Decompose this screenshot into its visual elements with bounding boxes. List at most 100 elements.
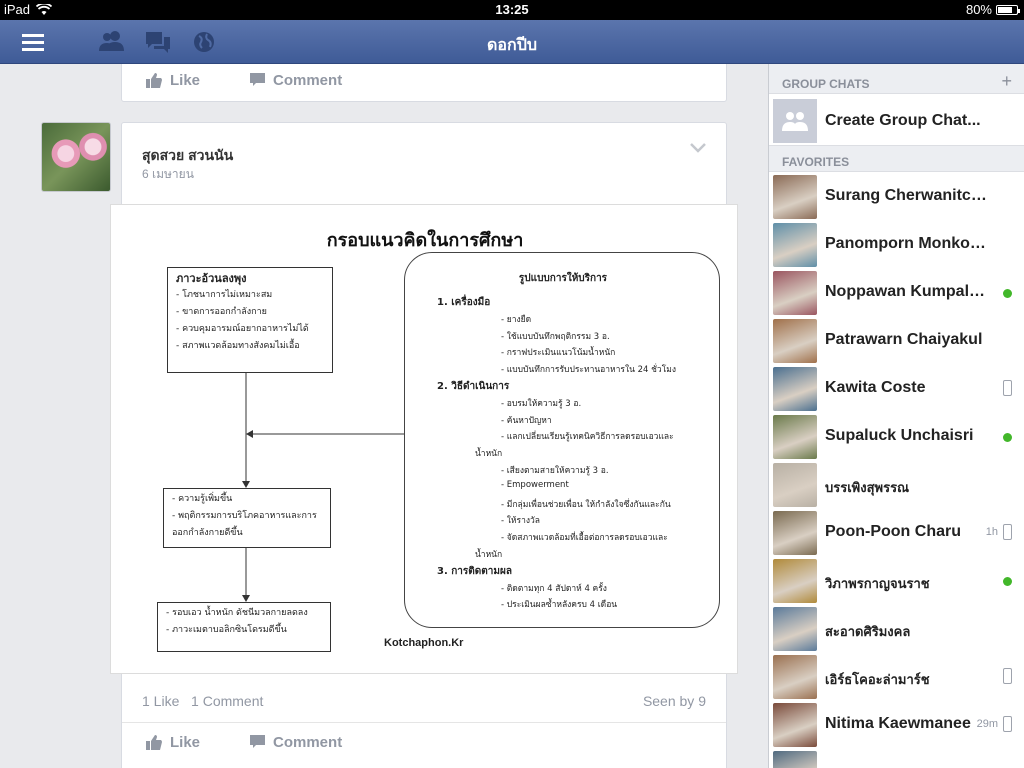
create-group-chat-button[interactable]: Create Group Chat... <box>769 94 1024 146</box>
news-feed: Like Comment สุดสวย สวนนัน 6 เมษายน 1 Li… <box>0 64 768 768</box>
service-line: - ติดตามทุก 4 สัปดาห์ 4 ครั้ง <box>501 583 607 594</box>
friend-name: Nitima Kaewmanee <box>825 715 971 732</box>
box-problem-item: - โภชนาการไม่เหมาะสม <box>176 290 273 300</box>
thumbs-up-icon <box>146 734 162 750</box>
post-stats[interactable]: 1 Like 1 Comment <box>142 693 263 709</box>
diagram-box-problem: ภาวะอ้วนลงพุง - โภชนาการไม่เหมาะสม - ขาด… <box>167 267 333 373</box>
friend-avatar <box>773 559 817 603</box>
favorite-friend-row[interactable]: เอิร์ธโคอะล่ามาร์ช <box>769 652 1024 700</box>
wifi-icon <box>36 3 53 15</box>
service-line: - จัดสภาพแวดล้อมที่เอื้อต่อการลดรอบเอวแล… <box>501 533 668 544</box>
friend-avatar <box>773 367 817 411</box>
friend-avatar <box>773 319 817 363</box>
friend-avatar <box>773 655 817 699</box>
messages-icon[interactable] <box>144 30 172 54</box>
friend-avatar <box>773 511 817 555</box>
box-result-item: - ภาวะเมตาบอลิกซินโดรมดีขึ้น <box>166 625 287 635</box>
service-line: - มีกลุ่มเพื่อนช่วยเพื่อน ให้กำลังใจซึ่ง… <box>501 499 671 510</box>
like-button[interactable]: Like <box>146 72 200 89</box>
seen-by[interactable]: Seen by 9 <box>642 693 706 709</box>
comment-label: Comment <box>273 733 343 751</box>
friend-name: Patrawarn Chaiyakul <box>825 331 983 348</box>
add-group-button[interactable]: + <box>1001 71 1012 91</box>
diagram-arrows <box>242 373 404 602</box>
service-line: - อบรมให้ความรู้ 3 อ. <box>501 398 582 409</box>
friend-avatar <box>773 223 817 267</box>
friend-name: เอิร์ธโคอะล่ามาร์ช <box>825 672 930 687</box>
service-line: - Empowerment <box>501 479 569 490</box>
friend-avatar <box>773 607 817 651</box>
nav-bar: ดอกปีบ <box>0 20 1024 64</box>
box-result-item: - รอบเอว น้ำหนัก ดัชนีมวลกายลดลง <box>166 608 308 618</box>
favorites-header: FAVORITES <box>769 146 1024 172</box>
friend-avatar <box>773 703 817 747</box>
friend-requests-icon[interactable] <box>98 30 126 52</box>
group-chats-header: GROUP CHATS + <box>769 68 1024 94</box>
device-label: iPad <box>4 2 31 17</box>
box-problem-item: - สภาพแวดล้อมทางสังคมไม่เอื้อ <box>176 341 300 351</box>
mobile-phone-icon <box>1003 716 1012 732</box>
diagram-box-result: - รอบเอว น้ำหนัก ดัชนีมวลกายลดลง - ภาวะเ… <box>157 602 331 652</box>
favorite-friend-row[interactable]: Patrawarn Chaiyakul <box>769 316 1024 364</box>
diagram-box-outcome: - ความรู้เพิ่มขึ้น - พฤติกรรมการบริโภคอา… <box>163 488 331 548</box>
favorite-friend-row[interactable] <box>769 748 1024 768</box>
mobile-phone-icon <box>1003 668 1012 684</box>
like-label: Like <box>170 71 201 89</box>
box-problem-title: ภาวะอ้วนลงพุง <box>176 272 247 285</box>
comment-label: Comment <box>273 71 343 89</box>
create-group-chat-label: Create Group Chat... <box>825 112 981 129</box>
chat-sidebar: GROUP CHATS + Create Group Chat... FAVOR… <box>768 64 1024 768</box>
chevron-down-icon[interactable] <box>690 143 706 153</box>
author-avatar[interactable] <box>41 122 111 192</box>
diagram-credit: Kotchaphon.Kr <box>384 637 464 649</box>
service-line: - ยางยืด <box>501 314 532 325</box>
service-section-heading: 1. เครื่องมือ <box>437 297 491 308</box>
online-status-icon <box>1003 433 1012 442</box>
service-line: - ให้รางวัล <box>501 516 540 527</box>
friend-name: Surang Cherwanitchakorn <box>825 187 989 204</box>
friend-name: สะอาดศิริมงคล <box>825 624 911 639</box>
notifications-globe-icon[interactable] <box>192 30 216 54</box>
service-line: - เสียงตามสายให้ความรู้ 3 อ. <box>501 466 609 476</box>
favorite-friend-row[interactable]: Surang Cherwanitchakorn <box>769 172 1024 220</box>
service-line: - กราฟประเมินแนวโน้มน้ำหนัก <box>501 348 616 359</box>
service-line: น้ำหนัก <box>475 550 503 560</box>
diagram-title: กรอบแนวคิดในการศึกษา <box>326 230 524 251</box>
comment-button[interactable]: Comment <box>250 734 342 751</box>
service-line: - แลกเปลี่ยนเรียนรู้เทคนิควิธีการลดรอบเอ… <box>501 432 674 443</box>
group-chat-icon <box>773 99 817 143</box>
favorite-friend-row[interactable]: Supaluck Unchaisri <box>769 412 1024 460</box>
friend-name: วิภาพรกาญจนราช <box>825 576 930 591</box>
favorite-friend-row[interactable]: Kawita Coste <box>769 364 1024 412</box>
favorite-friend-row[interactable]: Noppawan Kumpalanon <box>769 268 1024 316</box>
post-author[interactable]: สุดสวย สวนนัน <box>142 147 234 163</box>
favorite-friend-row[interactable]: วิภาพรกาญจนราช <box>769 556 1024 604</box>
favorite-friend-row[interactable]: บรรเพิงสุพรรณ <box>769 460 1024 508</box>
favorite-friend-row[interactable]: สะอาดศิริมงคล <box>769 604 1024 652</box>
clock: 13:25 <box>495 2 529 17</box>
thumbs-up-icon <box>146 72 162 88</box>
favorite-friend-row[interactable]: Panomporn Monkong <box>769 220 1024 268</box>
service-line: - ใช้แบบบันทึกพฤติกรรม 3 อ. <box>501 331 610 342</box>
like-count[interactable]: 1 Like <box>142 693 180 709</box>
service-line: - แบบบันทึกการรับประทานอาหารใน 24 ชั่วโม… <box>501 365 677 376</box>
friend-name: Supaluck Unchaisri <box>825 427 974 444</box>
mobile-phone-icon <box>1003 380 1012 396</box>
box-outcome-item: - พฤติกรรมการบริโภคอาหารและการ <box>172 511 317 521</box>
battery-icon <box>996 4 1020 15</box>
box-problem-item: - ขาดการออกกำลังกาย <box>176 307 267 317</box>
like-button[interactable]: Like <box>146 734 200 751</box>
menu-icon[interactable] <box>22 33 44 51</box>
service-line: - ประเมินผลซ้ำหลังครบ 4 เดือน <box>501 600 618 611</box>
friend-avatar <box>773 271 817 315</box>
comment-count[interactable]: 1 Comment <box>191 693 264 709</box>
service-line: - ค้นหาปัญหา <box>501 415 552 426</box>
previous-post-card: Like Comment <box>121 64 727 102</box>
post-date[interactable]: 6 เมษายน <box>142 167 194 181</box>
comment-button[interactable]: Comment <box>250 72 342 89</box>
box-outcome-item: - ความรู้เพิ่มขึ้น <box>172 494 233 504</box>
post-photo-diagram[interactable]: กรอบแนวคิดในการศึกษา ภาวะอ้วนลงพุง - โภช… <box>110 204 738 674</box>
comment-icon <box>250 735 266 748</box>
